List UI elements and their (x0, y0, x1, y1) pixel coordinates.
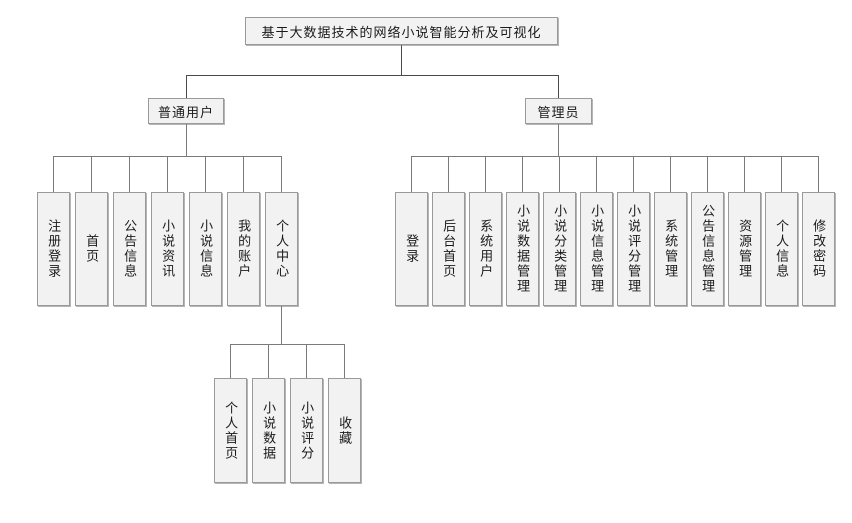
connector-sub-fan-bar (230, 344, 344, 345)
leaf-node-personal-info[interactable]: 个人信息 (765, 192, 798, 306)
branch-node-administrator[interactable]: 管理员 (525, 98, 592, 124)
leaf-node-novel-data-management[interactable]: 小说数据管理 (506, 192, 539, 306)
subleaf-node-novel-data[interactable]: 小说数据 (252, 378, 285, 483)
root-node[interactable]: 基于大数据技术的网络小说智能分析及可视化 (245, 17, 558, 45)
connector-right-drop-5 (559, 156, 560, 192)
connector-left-drop-2 (91, 156, 92, 192)
connector-right-fan-bar (411, 156, 819, 157)
leaf-node-novel-info-management[interactable]: 小说信息管理 (580, 192, 613, 306)
connector-level1-bar (186, 75, 559, 76)
connector-right-drop-9 (707, 156, 708, 192)
subleaf-node-personal-home[interactable]: 个人首页 (214, 378, 247, 483)
subleaf-node-favorites[interactable]: 收藏 (328, 378, 361, 483)
connector-right-drop-4 (522, 156, 523, 192)
connector-sub-drop-4 (344, 344, 345, 378)
leaf-node-system-management[interactable]: 系统管理 (654, 192, 687, 306)
leaf-node-announcement-info[interactable]: 公告信息 (113, 192, 146, 306)
subleaf-node-novel-rating[interactable]: 小说评分 (290, 378, 323, 483)
connector-sub-drop-1 (230, 344, 231, 378)
connector-right-drop-3 (485, 156, 486, 192)
leaf-node-announcement-management[interactable]: 公告信息管理 (691, 192, 724, 306)
connector-sub-drop-3 (306, 344, 307, 378)
leaf-node-personal-center[interactable]: 个人中心 (265, 192, 298, 306)
leaf-node-novel-category-management[interactable]: 小说分类管理 (543, 192, 576, 306)
connector-left-drop-5 (205, 156, 206, 192)
branch-node-normal-user[interactable]: 普通用户 (148, 98, 224, 124)
connector-right-drop-7 (633, 156, 634, 192)
connector-sub-drop-2 (268, 344, 269, 378)
connector-left-drop-1 (53, 156, 54, 192)
leaf-node-backend-home[interactable]: 后台首页 (432, 192, 465, 306)
leaf-node-change-password[interactable]: 修改密码 (802, 192, 835, 306)
leaf-node-novel-info[interactable]: 小说信息 (189, 192, 222, 306)
connector-left-drop-6 (243, 156, 244, 192)
leaf-node-novel-rating-management[interactable]: 小说评分管理 (617, 192, 650, 306)
connector-right-drop-10 (744, 156, 745, 192)
connector-administrator-stem (558, 124, 559, 156)
connector-to-normal-user (186, 75, 187, 98)
connector-to-administrator (558, 75, 559, 98)
connector-root-stem (401, 45, 402, 75)
connector-right-drop-8 (670, 156, 671, 192)
leaf-node-resource-management[interactable]: 资源管理 (728, 192, 761, 306)
leaf-node-system-users[interactable]: 系统用户 (469, 192, 502, 306)
leaf-node-home[interactable]: 首页 (75, 192, 108, 306)
connector-personal-center-stem (281, 306, 282, 344)
leaf-node-admin-login[interactable]: 登录 (395, 192, 428, 306)
leaf-node-novel-news[interactable]: 小说资讯 (151, 192, 184, 306)
connector-right-drop-2 (448, 156, 449, 192)
connector-left-drop-7 (281, 156, 282, 192)
connector-left-drop-4 (167, 156, 168, 192)
connector-right-drop-12 (818, 156, 819, 192)
connector-left-drop-3 (129, 156, 130, 192)
connector-right-drop-1 (411, 156, 412, 192)
connector-right-drop-6 (596, 156, 597, 192)
leaf-node-my-account[interactable]: 我的账户 (227, 192, 260, 306)
leaf-node-register-login[interactable]: 注册登录 (37, 192, 70, 306)
connector-normal-user-stem (186, 124, 187, 156)
connector-right-drop-11 (781, 156, 782, 192)
